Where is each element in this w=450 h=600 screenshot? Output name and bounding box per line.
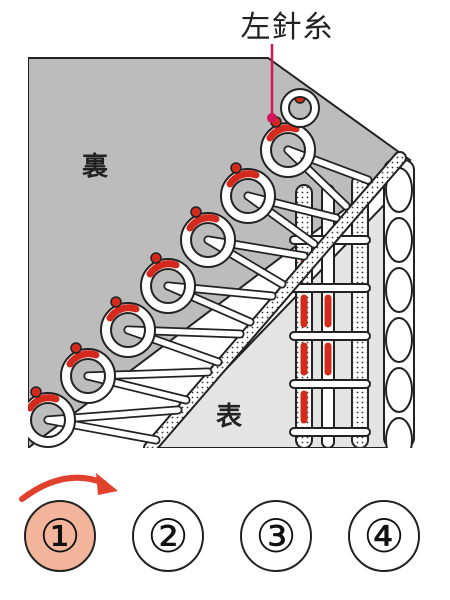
step-2-button[interactable]: ②	[132, 500, 204, 572]
left-needle-thread-label: 左針糸	[240, 10, 334, 45]
overlock-stitch-illustration	[28, 44, 415, 448]
step-3-button[interactable]: ③	[240, 500, 312, 572]
needle-thread-loops	[28, 88, 320, 448]
callout-dot	[267, 113, 277, 123]
step-1-button[interactable]: ①	[24, 500, 96, 572]
step-4-button[interactable]: ④	[348, 500, 420, 572]
back-side-label: 裏	[82, 152, 109, 182]
seam-looper-threads	[43, 145, 407, 448]
front-side-label: 表	[216, 402, 243, 432]
curved-arrow-icon	[19, 473, 118, 502]
